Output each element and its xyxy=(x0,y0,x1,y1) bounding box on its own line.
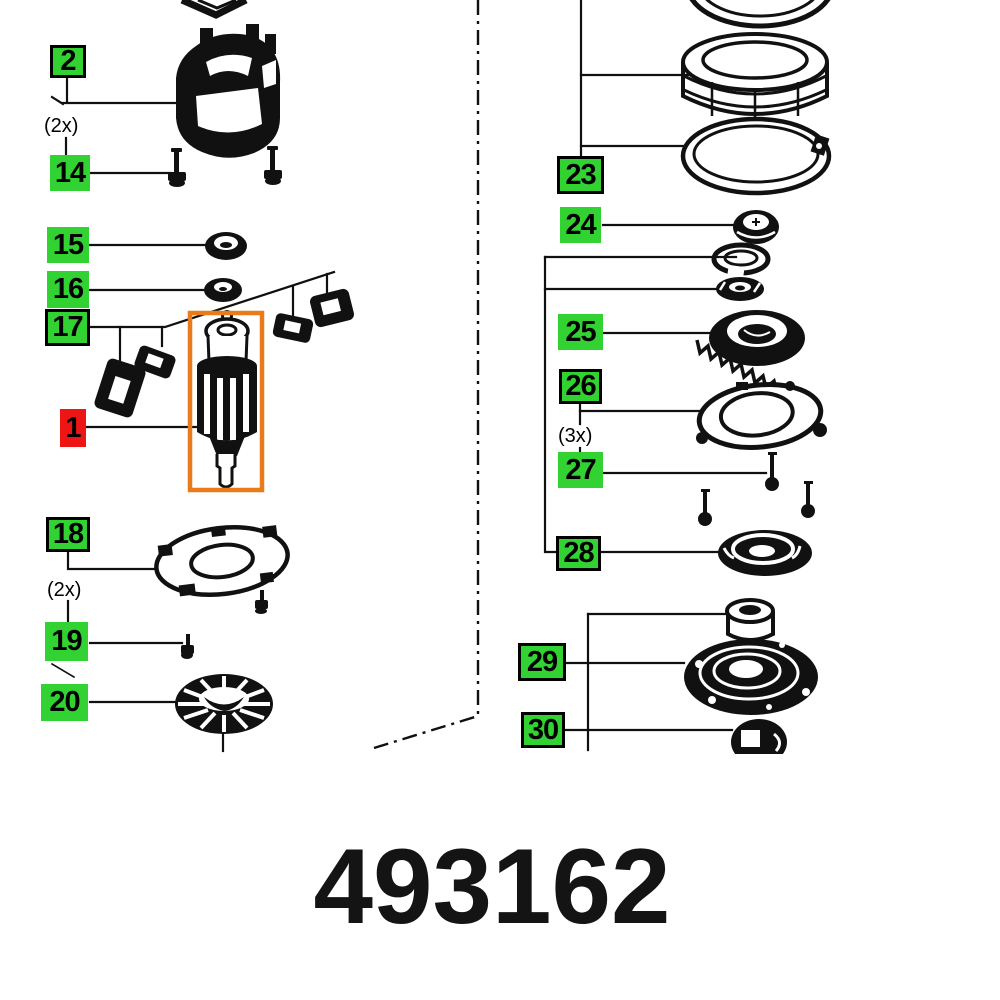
order-number-text: 493162 xyxy=(313,826,671,946)
leader-lines xyxy=(50,0,768,753)
carbon-brush-drawings xyxy=(94,288,355,418)
part-label-30[interactable]: 30 xyxy=(521,712,565,748)
screw-19-drawing xyxy=(181,634,194,659)
part-label-28[interactable]: 28 xyxy=(556,536,601,571)
armature-drawing xyxy=(197,310,257,489)
ball-bearing-28-drawing xyxy=(718,530,812,576)
exploded-view-drawing xyxy=(50,0,832,754)
part-label-23[interactable]: 23 xyxy=(557,156,604,194)
fan-20-drawing xyxy=(175,674,273,734)
quantity-annotation-2x-top: (2x) xyxy=(44,115,79,137)
bearing-cover-29-drawing xyxy=(684,639,818,715)
part-label-20[interactable]: 20 xyxy=(41,684,88,721)
air-baffle-ring-drawing xyxy=(681,32,829,124)
part-label-26[interactable]: 26 xyxy=(559,369,602,404)
quantity-annotation-3x: (3x) xyxy=(558,425,593,447)
part-label-14[interactable]: 14 xyxy=(50,155,90,191)
bearing-plate-18-drawing xyxy=(154,525,290,614)
bearing-29-drawing xyxy=(725,598,775,642)
stator-drawing xyxy=(176,24,281,158)
part-label-2[interactable]: 2 xyxy=(50,45,86,78)
screw-14-drawings xyxy=(168,146,282,187)
part-label-25[interactable]: 25 xyxy=(558,314,603,350)
gear-25-drawing xyxy=(695,310,805,396)
selected-part-highlight-box xyxy=(187,310,265,493)
bearing-16-drawing xyxy=(204,278,242,302)
top-cap-partial-drawing xyxy=(180,0,248,19)
bearing-15-drawing xyxy=(205,232,247,260)
part-label-15[interactable]: 15 xyxy=(47,227,89,263)
top-cap-inner-line xyxy=(197,0,237,10)
part-label-1-selected[interactable]: 1 xyxy=(60,409,86,447)
retaining-ring-drawing xyxy=(711,242,771,279)
screw-27-drawings xyxy=(698,452,815,526)
quantity-annotation-2x-bottom: (2x) xyxy=(47,579,82,601)
bearing-24-drawing xyxy=(733,210,779,244)
part-label-27[interactable]: 27 xyxy=(558,452,603,488)
part-label-17[interactable]: 17 xyxy=(45,309,90,346)
bearing-plate-26-drawing xyxy=(696,381,827,450)
housing-ring-partial-drawing xyxy=(689,0,831,29)
part-label-29[interactable]: 29 xyxy=(518,643,566,681)
part-label-16[interactable]: 16 xyxy=(47,271,89,308)
part-label-18[interactable]: 18 xyxy=(46,517,90,552)
gasket-ring-drawing xyxy=(680,116,832,196)
part-label-19[interactable]: 19 xyxy=(45,622,88,661)
washer-ring-drawing xyxy=(716,277,764,301)
part-30-drawing xyxy=(731,719,787,754)
part-label-24[interactable]: 24 xyxy=(560,207,601,243)
divider-dash-dot-line xyxy=(373,0,480,750)
